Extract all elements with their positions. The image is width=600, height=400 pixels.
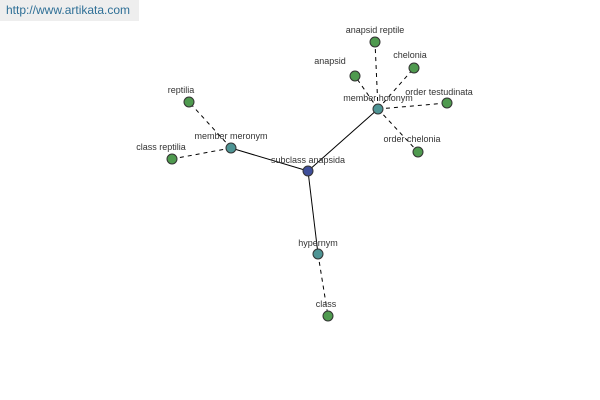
edge-member-meronym xyxy=(230,147,309,172)
node-order-testudinata[interactable] xyxy=(441,97,453,109)
source-url: http://www.artikata.com xyxy=(0,0,139,21)
node-class-reptilia[interactable] xyxy=(166,153,178,165)
label-anapsid[interactable]: anapsid xyxy=(314,56,346,66)
node-center[interactable] xyxy=(302,165,314,177)
label-chelonia[interactable]: chelonia xyxy=(393,50,427,60)
label-reptilia[interactable]: reptilia xyxy=(168,85,195,95)
edge-order-testudinata xyxy=(377,102,448,110)
edge-anapsid-reptile xyxy=(374,41,379,110)
edge-reptilia xyxy=(188,101,232,149)
label-member-holonym[interactable]: member holonym xyxy=(343,93,413,103)
label-order-testudinata[interactable]: order testudinata xyxy=(405,87,473,97)
node-class[interactable] xyxy=(322,310,334,322)
node-order-chelonia[interactable] xyxy=(412,146,424,158)
label-order-chelonia[interactable]: order chelonia xyxy=(383,134,440,144)
edge-class-reptilia xyxy=(171,147,232,160)
label-class[interactable]: class xyxy=(316,299,337,309)
node-reptilia[interactable] xyxy=(183,96,195,108)
label-member-meronym[interactable]: member meronym xyxy=(194,131,267,141)
node-member-holonym[interactable] xyxy=(372,103,384,115)
label-center[interactable]: subclass anapsida xyxy=(271,155,345,165)
node-hypernym[interactable] xyxy=(312,248,324,260)
edge-class xyxy=(317,253,329,317)
node-member-meronym[interactable] xyxy=(225,142,237,154)
label-class-reptilia[interactable]: class reptilia xyxy=(136,142,186,152)
node-anapsid-reptile[interactable] xyxy=(369,36,381,48)
node-chelonia[interactable] xyxy=(408,62,420,74)
node-anapsid[interactable] xyxy=(349,70,361,82)
label-anapsid-reptile[interactable]: anapsid reptile xyxy=(346,25,405,35)
edge-hypernym xyxy=(307,170,319,255)
edge-anapsid xyxy=(354,75,379,110)
edge-order-chelonia xyxy=(377,108,419,153)
edge-member-holonym xyxy=(307,108,379,172)
label-hypernym[interactable]: hypernym xyxy=(298,238,338,248)
edge-chelonia xyxy=(377,67,415,110)
